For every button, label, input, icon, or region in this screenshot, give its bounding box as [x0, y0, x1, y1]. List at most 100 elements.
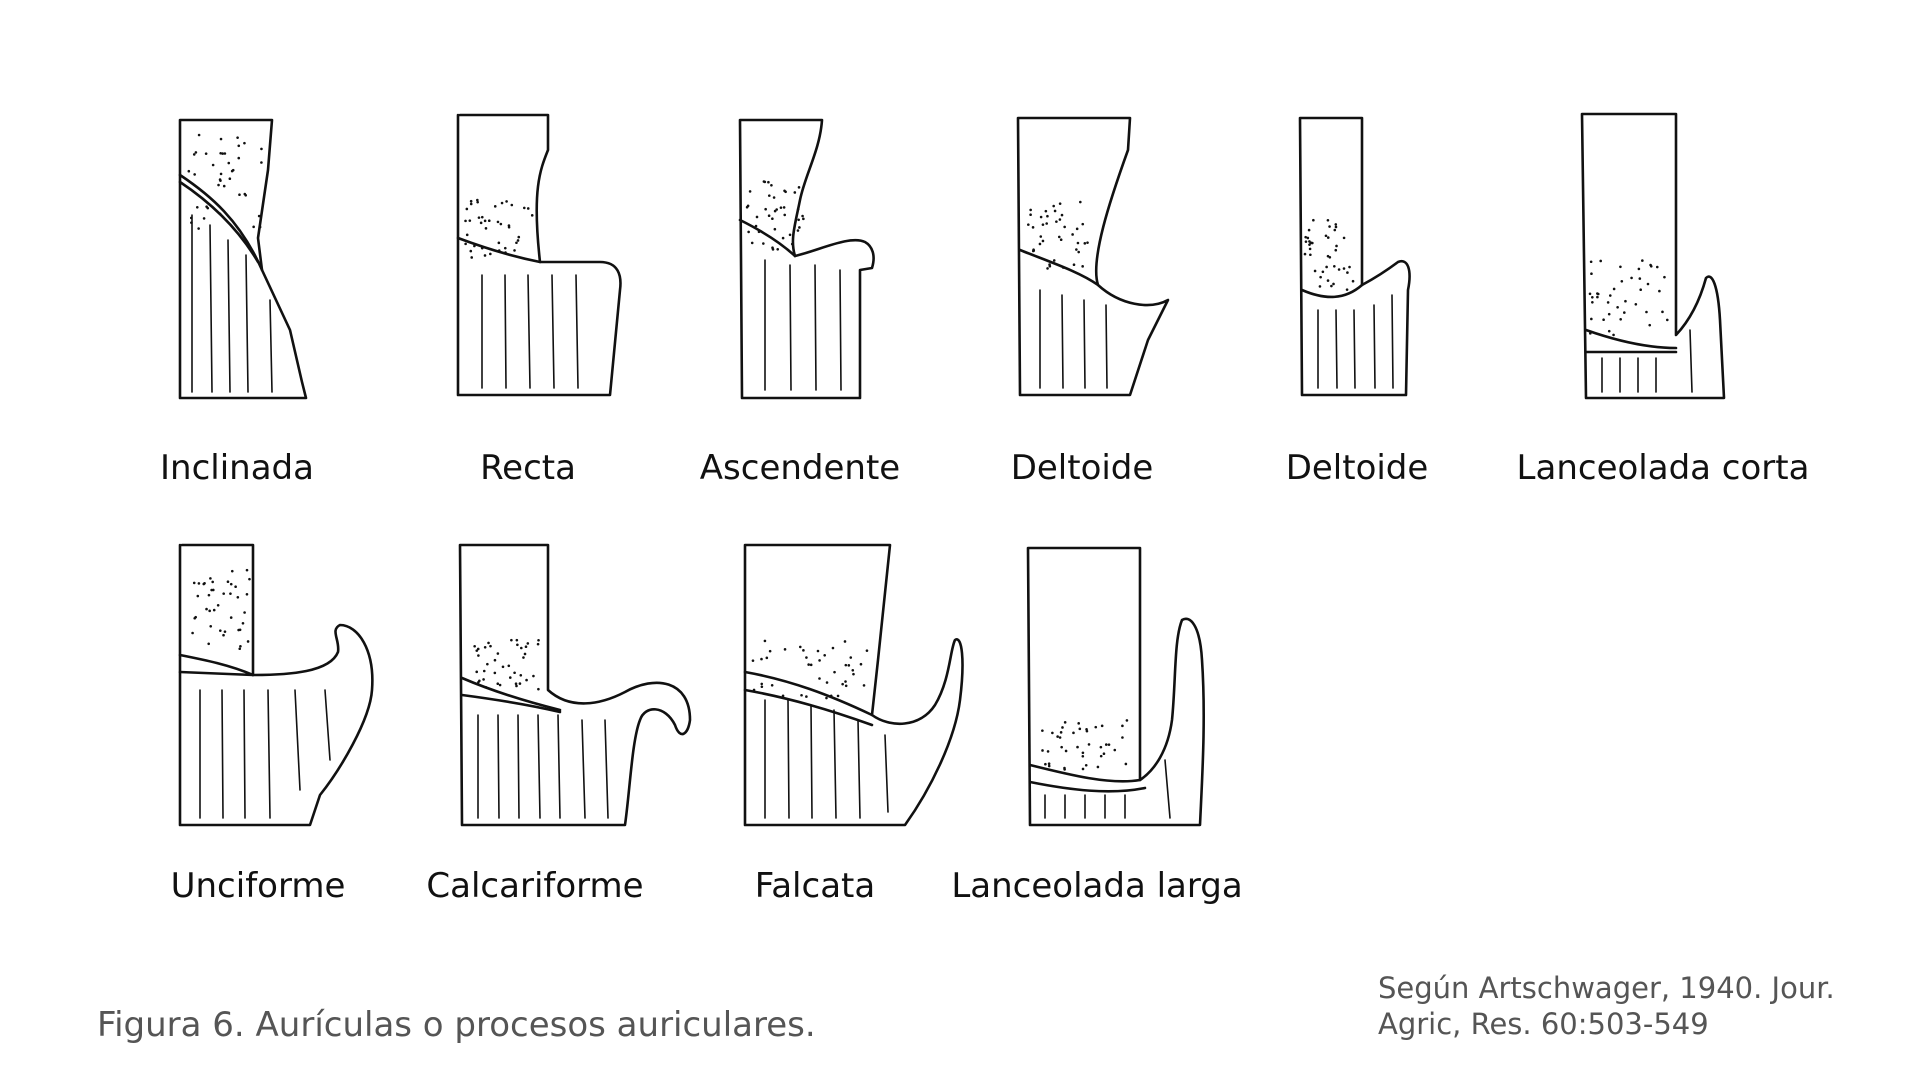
stipple-dot [772, 196, 776, 199]
stipple-dot [207, 642, 210, 646]
stipple-dot [768, 649, 772, 653]
stipple-dot [480, 246, 484, 250]
stipple-dot [771, 248, 775, 251]
stipple-dot [1351, 279, 1355, 283]
stipple-dot [192, 153, 196, 156]
stipple-dot [195, 205, 199, 209]
stipple-dot [1044, 209, 1048, 213]
stipple-dot [493, 658, 497, 662]
stipple-dot [844, 684, 848, 688]
stipple-dot [1649, 264, 1653, 268]
stipple-dot [750, 241, 754, 245]
stipple-dot [1646, 282, 1650, 286]
label-ascendente: Ascendente [699, 448, 901, 488]
drawing-unciforme [178, 543, 374, 827]
stipple-dot [1326, 254, 1330, 258]
stipple-dot [1107, 743, 1111, 746]
stipple-dot [1588, 332, 1592, 335]
stipple-dot [1052, 204, 1055, 208]
stipple-dot [516, 239, 520, 242]
stipple-dot [1619, 318, 1622, 321]
stipple-dot [770, 683, 774, 687]
stipple-dot [1342, 267, 1346, 270]
stipple-dot [229, 616, 233, 619]
stipple-dot [229, 592, 232, 595]
stipple-dot [464, 219, 467, 223]
stipple-dot [1346, 271, 1349, 274]
stipple-dot [1100, 724, 1104, 728]
stipple-dot [1335, 244, 1338, 248]
stipple-dot [816, 649, 820, 653]
stipple-dot [1124, 762, 1128, 766]
stipple-dot [1612, 333, 1615, 337]
stipple-dot [498, 683, 502, 687]
drawing-lanceolada-larga [1026, 546, 1206, 827]
stipple-dot [473, 244, 476, 248]
stipple-dot [747, 230, 750, 234]
label-falcata: Falcata [754, 866, 876, 906]
stipple-dot [208, 609, 211, 613]
stipple-dot [1333, 264, 1336, 268]
stipple-dot [763, 180, 767, 184]
stipple-dot [1055, 220, 1058, 223]
stipple-dot [829, 694, 833, 698]
stipple-dot [1596, 295, 1599, 299]
stipple-dot [1061, 726, 1064, 729]
stipple-dot [1607, 329, 1611, 333]
stipple-dot [782, 206, 786, 209]
stipple-dot [1077, 722, 1080, 725]
stipple-dot [1608, 294, 1612, 297]
stipple-dot [1639, 288, 1642, 292]
stipple-dot [1029, 208, 1032, 212]
stipple-dot [1334, 223, 1338, 226]
stipple-dot [205, 607, 208, 611]
stipple-dot [229, 582, 233, 586]
stipple-dot [228, 177, 232, 181]
stipple-dot [477, 654, 480, 657]
stipple-dot [1058, 736, 1062, 739]
stipple-dot [513, 671, 516, 675]
stipple-dot [1081, 222, 1085, 226]
stipple-dot [1599, 259, 1602, 263]
stipple-dot [802, 649, 805, 652]
drawing-inclinada [178, 118, 308, 400]
stipple-dot [800, 693, 803, 697]
stipple-dot [1645, 310, 1648, 314]
stipple-dot [205, 205, 208, 208]
stipple-dot [1060, 745, 1063, 749]
stipple-dot [487, 641, 490, 645]
stipple-dot [493, 205, 497, 208]
stipple-dot [1304, 235, 1307, 239]
stipple-dot [849, 656, 853, 659]
stipple-dot [1590, 272, 1593, 276]
stipple-dot [493, 671, 497, 675]
stipple-dot [197, 133, 201, 137]
stipple-dot [1099, 754, 1103, 758]
stipple-dot [516, 643, 519, 647]
stipple-dot [1665, 318, 1669, 322]
stipple-dot [1053, 209, 1057, 213]
stipple-dot [841, 682, 844, 686]
stipple-dot [503, 246, 507, 250]
stipple-dot [252, 225, 255, 229]
stipple-dot [1596, 292, 1599, 295]
stipple-dot [230, 569, 234, 573]
stipple-dot [767, 180, 770, 184]
stipple-dot [203, 582, 206, 585]
stipple-dot [507, 225, 511, 229]
stipple-dot [234, 585, 237, 589]
stipple-dot [852, 672, 855, 676]
stipple-dot [486, 662, 489, 666]
stipple-dot [522, 656, 525, 659]
stipple-dot [788, 233, 792, 237]
stipple-dot [537, 638, 540, 642]
stipple-dot [751, 659, 755, 662]
stipple-dot [1334, 225, 1338, 229]
stipple-dot [243, 141, 246, 145]
label-unciforme: Unciforme [170, 866, 346, 906]
drawing-lanceolada-corta [1580, 112, 1726, 400]
stipple-dot [212, 608, 216, 612]
stipple-dot [238, 193, 241, 196]
